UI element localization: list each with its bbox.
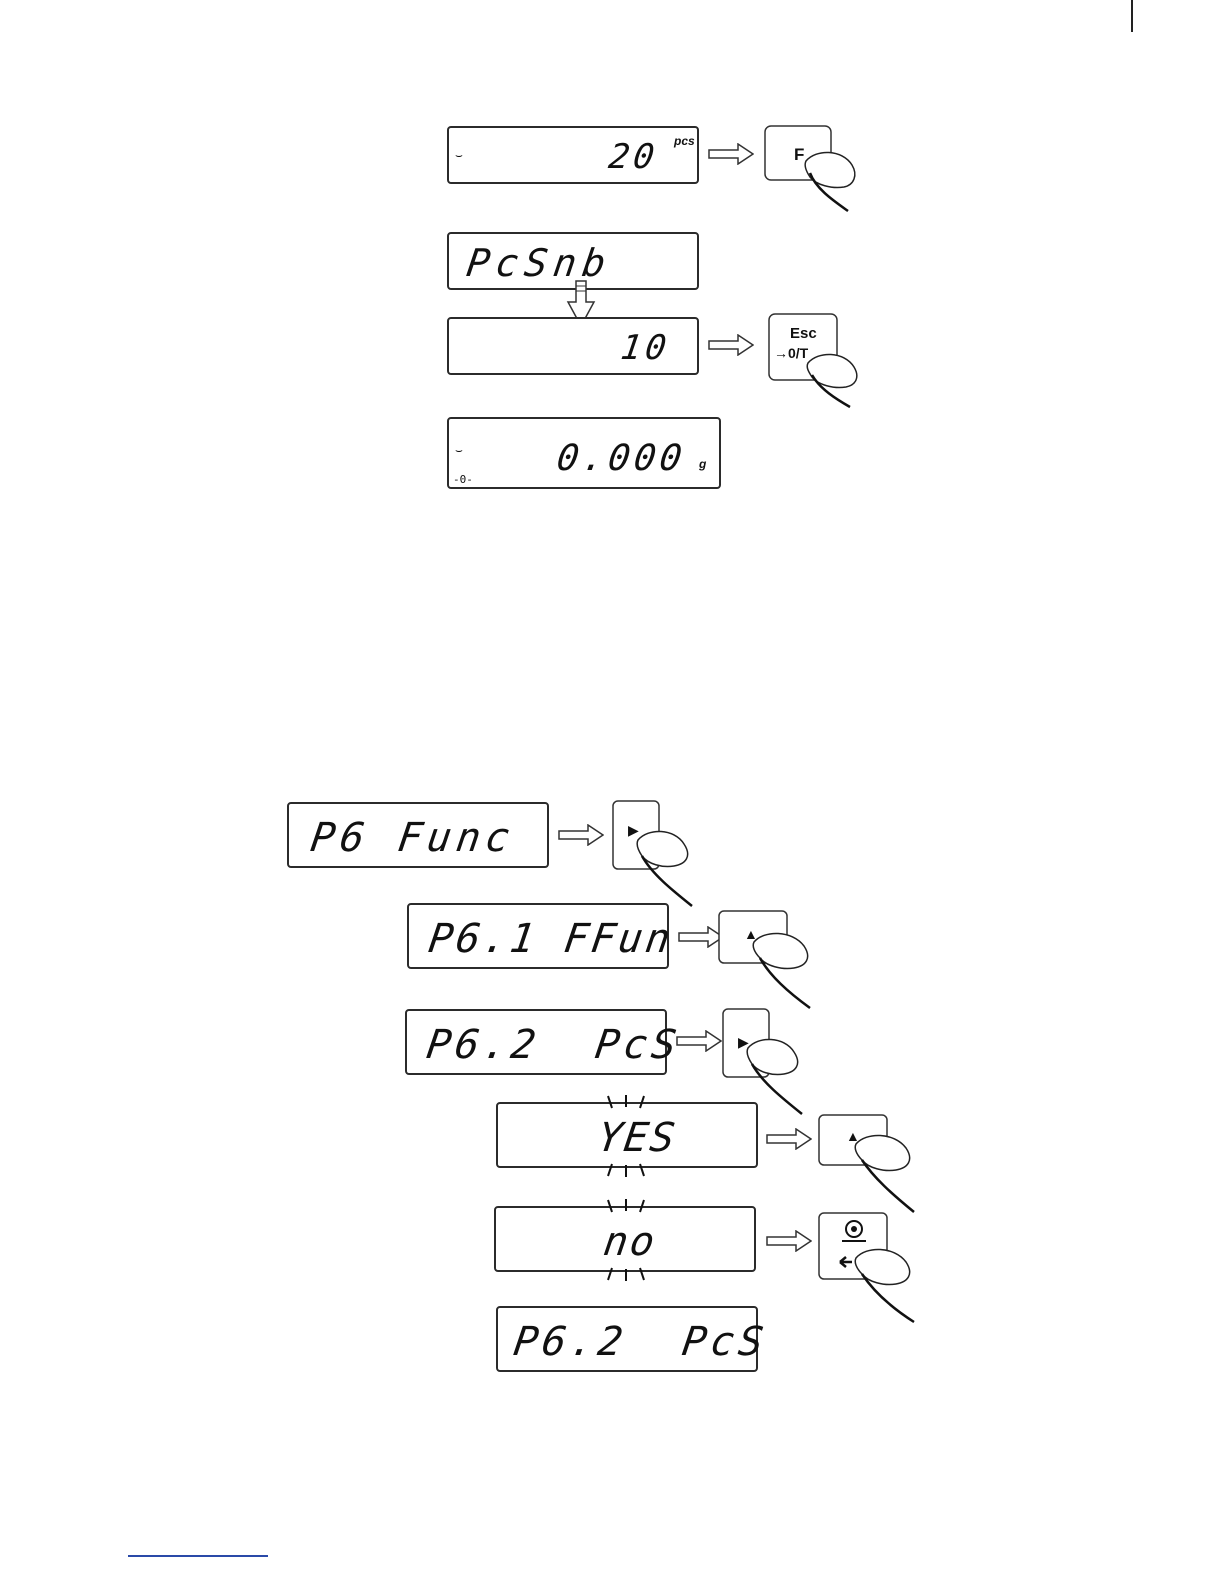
display-pcs-20: ⌣ 20 pcs — [447, 126, 699, 184]
f-key-button[interactable]: F — [764, 125, 834, 215]
right-arrow-icon — [708, 334, 754, 356]
unit-label: pcs — [674, 134, 695, 148]
display-value: 0.000 — [554, 441, 687, 477]
display-p6-func: P6 Func — [287, 802, 549, 868]
up-key-button[interactable]: ▲ — [718, 910, 828, 1010]
display-value-10: 10 — [447, 317, 699, 375]
stable-indicator: ⌣ — [455, 148, 463, 163]
display-value: 20 — [607, 140, 661, 174]
right-triangle-icon: ▶ — [738, 1034, 749, 1051]
esc-key-label: Esc — [790, 325, 817, 342]
display-value: PcSnb — [464, 244, 614, 282]
footer-rule — [128, 1555, 268, 1557]
stable-indicator: ⌣ — [455, 443, 463, 458]
display-value: P6.2 PcS — [424, 1025, 682, 1065]
zero-indicator: -0- — [453, 473, 473, 486]
blink-rays-icon — [596, 1094, 656, 1178]
blink-rays-icon — [596, 1198, 656, 1282]
display-p6-2-pcs: P6.2 PcS — [405, 1009, 667, 1075]
display-weight-zero: ⌣ -0- 0.000 g — [447, 417, 721, 489]
print-enter-key-button[interactable] — [818, 1212, 934, 1324]
right-triangle-icon: ▶ — [628, 822, 639, 839]
unit-label: g — [699, 457, 706, 471]
right-arrow-icon — [676, 1030, 722, 1052]
right-arrow-icon — [766, 1128, 812, 1150]
up-triangle-icon: ▲ — [846, 1128, 860, 1144]
display-value: P6.2 PcS — [511, 1322, 769, 1362]
esc-zero-tare-key-button[interactable]: Esc →0/T — [768, 313, 868, 409]
zero-tare-label: →0/T — [774, 345, 808, 361]
right-key-button[interactable]: ▶ — [612, 800, 712, 910]
f-key-label: F — [794, 145, 804, 165]
up-key-button[interactable]: ▲ — [818, 1114, 934, 1214]
display-p6-2-pcs-final: P6.2 PcS — [496, 1306, 758, 1372]
display-p6-1-ffun: P6.1 FFun — [407, 903, 669, 969]
page-edge-mark — [1131, 0, 1133, 32]
right-arrow-icon — [558, 824, 604, 846]
right-arrow-icon — [708, 143, 754, 165]
display-value: P6.1 FFun — [426, 919, 675, 959]
right-arrow-icon — [766, 1230, 812, 1252]
up-triangle-icon: ▲ — [744, 926, 758, 942]
display-value: P6 Func — [308, 818, 517, 858]
display-value: 10 — [619, 331, 673, 365]
